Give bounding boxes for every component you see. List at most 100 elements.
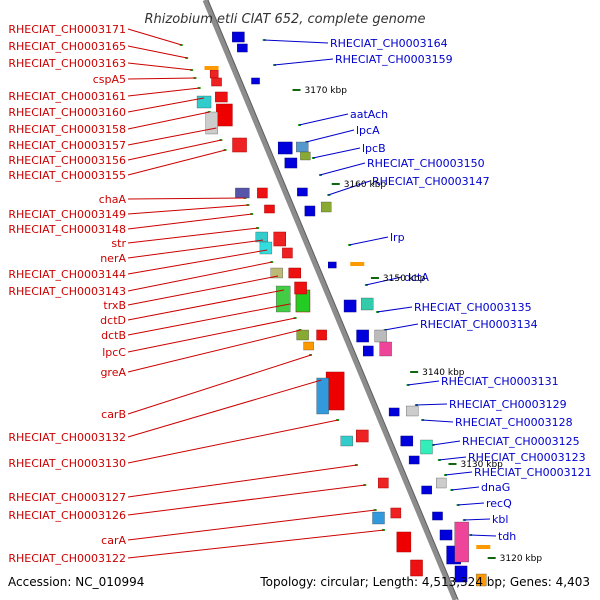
forward-gene-block bbox=[410, 559, 423, 577]
right-label-leader bbox=[349, 236, 389, 246]
forward-gene-box bbox=[316, 377, 329, 415]
gene-label-left: RHECIAT_CH0003132 bbox=[8, 431, 126, 444]
gene-label-right: kbl bbox=[492, 513, 508, 526]
reverse-gene-box bbox=[454, 521, 469, 563]
orange-gene-block bbox=[204, 66, 219, 70]
scale-tick-label: 3130 kbp bbox=[460, 460, 503, 470]
left-label-leader bbox=[127, 509, 376, 541]
gene-label-right: RHECIAT_CH0003129 bbox=[449, 398, 567, 411]
gene-label-right: lpcA bbox=[356, 124, 380, 137]
forward-gene-block bbox=[282, 247, 293, 259]
scale-tick-label: 3140 kbp bbox=[422, 368, 465, 378]
right-label-leader bbox=[328, 180, 371, 196]
gene-label-right: RHECIAT_CH0003164 bbox=[330, 37, 448, 50]
gene-label-left: trxB bbox=[103, 299, 126, 312]
gene-label-right: lrp bbox=[390, 231, 405, 244]
gene-label-right: RHECIAT_CH0003150 bbox=[367, 157, 485, 170]
forward-gene-block bbox=[390, 507, 402, 519]
right-label-leader bbox=[445, 471, 473, 476]
forward-gene-block bbox=[257, 187, 268, 199]
gene-label-right: RHECIAT_CH0003131 bbox=[441, 375, 559, 388]
right-label-leader bbox=[312, 147, 361, 159]
genome-axis bbox=[202, 0, 459, 600]
scale-tick-mark bbox=[410, 371, 419, 373]
reverse-gene-box bbox=[374, 329, 387, 343]
reverse-gene-block bbox=[363, 345, 374, 357]
left-label-leader bbox=[127, 419, 339, 464]
forward-gene-block bbox=[215, 91, 228, 103]
reverse-gene-block bbox=[343, 299, 357, 313]
gene-label-left: carA bbox=[101, 534, 126, 547]
gene-label-right: RHECIAT_CH0003125 bbox=[462, 435, 580, 448]
right-label-leader bbox=[470, 534, 497, 537]
reverse-gene-block bbox=[284, 157, 298, 169]
left-label-leader bbox=[127, 239, 264, 259]
forward-gene-block bbox=[294, 281, 307, 295]
right-label-leader bbox=[415, 403, 448, 406]
gene-label-right: RHECIAT_CH0003128 bbox=[455, 416, 573, 429]
orange-gene-block bbox=[350, 262, 365, 266]
gene-label-right: tdh bbox=[498, 530, 516, 543]
forward-gene-block bbox=[264, 204, 275, 214]
reverse-gene-box bbox=[379, 341, 392, 357]
gene-label-right: RHECIAT_CH0003135 bbox=[414, 301, 532, 314]
gene-label-left: RHECIAT_CH0003156 bbox=[8, 154, 126, 167]
reverse-gene-block bbox=[400, 435, 414, 447]
left-label-leader bbox=[127, 484, 366, 516]
right-label-leader bbox=[274, 58, 334, 66]
right-label-leader bbox=[463, 518, 491, 521]
forward-gene-block bbox=[288, 267, 302, 279]
reverse-gene-box bbox=[436, 477, 447, 489]
reverse-gene-box bbox=[361, 297, 374, 311]
reverse-gene-block bbox=[356, 329, 369, 343]
gene-label-left: RHECIAT_CH0003144 bbox=[8, 268, 126, 281]
gene-label-left: RHECIAT_CH0003157 bbox=[8, 139, 126, 152]
gene-label-right: dctA bbox=[404, 271, 429, 284]
left-label-leader bbox=[127, 289, 285, 321]
gene-label-right: RHECIAT_CH0003134 bbox=[420, 318, 538, 331]
forward-gene-box bbox=[296, 329, 309, 341]
scale-tick-mark bbox=[448, 463, 457, 465]
left-label-leader bbox=[127, 227, 259, 244]
forward-gene-block bbox=[316, 329, 327, 341]
gene-label-right: recQ bbox=[486, 497, 512, 510]
reverse-gene-box bbox=[476, 573, 487, 587]
gene-label-right: dnaG bbox=[481, 481, 510, 494]
right-label-leader bbox=[432, 440, 461, 446]
gene-label-left: str bbox=[111, 237, 126, 250]
gene-label-right: RHECIAT_CH0003159 bbox=[335, 53, 453, 66]
gene-label-right: lpcB bbox=[362, 142, 386, 155]
forward-gene-block bbox=[209, 69, 219, 79]
left-label-leader bbox=[127, 45, 188, 59]
gene-label-left: RHECIAT_CH0003163 bbox=[8, 57, 126, 70]
scale-tick-label: 3170 kbp bbox=[305, 86, 348, 96]
left-label-leader bbox=[127, 275, 279, 306]
reverse-gene-block bbox=[297, 187, 308, 197]
gene-features bbox=[179, 31, 491, 587]
reverse-gene-block bbox=[328, 261, 337, 269]
left-label-leader bbox=[127, 529, 385, 559]
gene-label-left: RHECIAT_CH0003155 bbox=[8, 169, 126, 182]
forward-gene-block bbox=[396, 531, 412, 553]
gene-label-left: RHECIAT_CH0003143 bbox=[8, 285, 126, 298]
right-label-leader bbox=[407, 380, 440, 386]
right-label-leader bbox=[365, 276, 403, 286]
left-label-leader bbox=[127, 329, 301, 373]
left-label-leader bbox=[127, 87, 200, 97]
gene-label-left: RHECIAT_CH0003148 bbox=[8, 223, 126, 236]
gene-label-left: RHECIAT_CH0003160 bbox=[8, 106, 126, 119]
right-label-leader bbox=[377, 306, 413, 313]
gene-label-left: dctD bbox=[100, 314, 126, 327]
forward-gene-block bbox=[378, 477, 389, 489]
right-label-leader bbox=[384, 323, 419, 331]
forward-gene-box bbox=[303, 341, 314, 351]
gene-label-left: RHECIAT_CH0003171 bbox=[8, 23, 126, 36]
scale-tick-mark bbox=[292, 89, 301, 91]
orange-gene-block bbox=[476, 545, 491, 549]
gene-label-left: RHECIAT_CH0003161 bbox=[8, 90, 126, 103]
left-label-leader bbox=[127, 197, 246, 200]
reverse-gene-block bbox=[421, 485, 432, 495]
forward-gene-block bbox=[232, 137, 247, 153]
